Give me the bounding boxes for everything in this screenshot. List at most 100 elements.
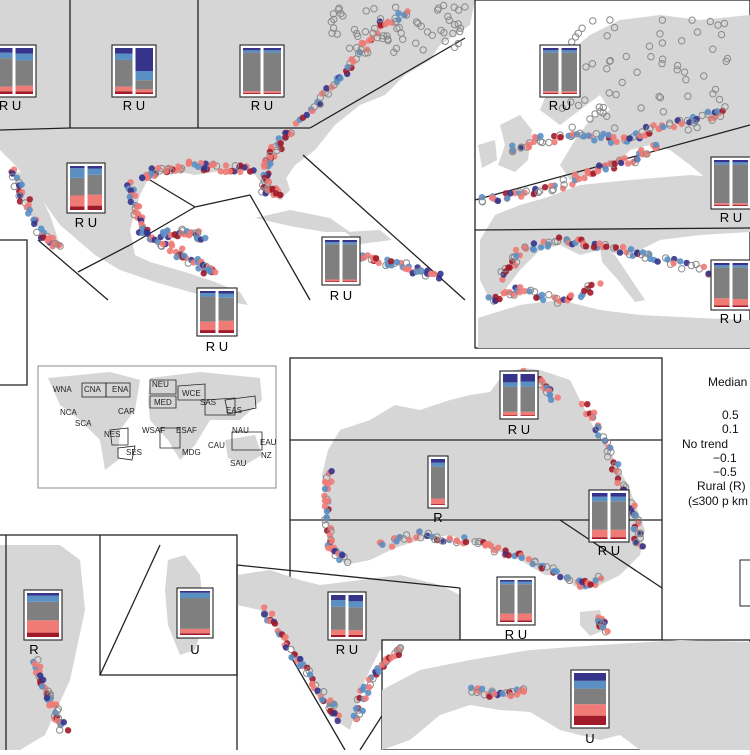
station-point <box>652 141 660 148</box>
station-point <box>339 552 346 559</box>
bar-segment <box>135 92 153 94</box>
station-point <box>618 159 625 167</box>
station-point <box>549 185 557 194</box>
station-point <box>693 28 702 36</box>
bar-label: R U <box>206 339 228 354</box>
station-point <box>578 400 586 408</box>
station-point <box>439 1 448 10</box>
bar-segment <box>431 459 445 463</box>
station-point <box>494 197 502 205</box>
bar-segment <box>115 53 133 60</box>
station-point <box>590 244 598 251</box>
inset-region-label-neu: NEU <box>152 380 169 389</box>
inset-region-label-sca: SCA <box>75 419 92 428</box>
bar-segment <box>714 265 730 268</box>
station-point <box>206 268 213 275</box>
station-point <box>647 53 655 61</box>
station-point <box>584 401 591 408</box>
bar-label: R U <box>549 98 571 113</box>
panel-east-asia <box>381 639 750 751</box>
station-point <box>536 187 544 195</box>
station-point <box>592 577 599 584</box>
station-point <box>615 461 622 468</box>
bar-segment <box>543 48 559 51</box>
station-point <box>330 701 338 709</box>
station-point <box>384 35 392 43</box>
station-point <box>390 48 398 56</box>
station-point <box>673 66 681 74</box>
station-point <box>328 468 335 475</box>
station-point <box>417 22 425 30</box>
trend-bar-glyph: U <box>570 669 610 746</box>
station-point <box>379 34 387 43</box>
bar-segment <box>115 48 133 54</box>
station-point <box>521 189 528 196</box>
station-point <box>438 537 446 545</box>
station-point <box>684 92 692 100</box>
station-point <box>389 19 396 26</box>
station-point <box>658 39 667 47</box>
station-point <box>603 32 611 40</box>
station-point <box>319 688 328 696</box>
bar-segment <box>325 240 340 243</box>
station-point <box>25 210 32 217</box>
station-point <box>391 3 400 12</box>
trend-bar-glyph: R U <box>539 44 581 113</box>
bar-segment <box>115 91 133 94</box>
bar-segment <box>70 206 85 210</box>
station-point <box>60 719 67 726</box>
station-point <box>287 645 295 654</box>
bar-segment <box>331 600 346 607</box>
station-point <box>231 162 240 170</box>
bar-segment <box>263 93 281 94</box>
panel-south-america <box>0 534 100 750</box>
station-point <box>299 661 307 668</box>
bar-segment <box>431 498 445 505</box>
inset-region-label-eas: EAS <box>226 406 242 415</box>
bar-label: R U <box>330 288 352 303</box>
station-point <box>621 134 628 141</box>
station-point <box>288 654 295 661</box>
station-point <box>164 227 171 234</box>
station-point <box>265 178 272 185</box>
station-point <box>654 258 661 265</box>
bar-segment <box>714 298 730 306</box>
bar-segment <box>70 168 85 178</box>
station-point <box>64 727 72 734</box>
bar-segment <box>610 529 626 538</box>
inset-land-americas <box>48 372 140 470</box>
station-point <box>553 568 560 575</box>
bar-segment <box>503 415 518 416</box>
bar-segment <box>243 48 261 51</box>
station-point <box>237 162 244 169</box>
station-point <box>237 168 244 175</box>
station-point <box>350 58 357 65</box>
inset-land-eurasia-africa <box>148 372 262 460</box>
bar-segment <box>732 162 748 165</box>
station-point <box>496 295 503 303</box>
bar-segment <box>27 632 59 637</box>
bar-label: R U <box>505 627 527 642</box>
bar-segment <box>561 91 577 94</box>
station-point <box>337 75 344 82</box>
station-point <box>660 123 667 131</box>
station-point <box>504 195 511 202</box>
bar-segment <box>714 203 730 206</box>
station-point <box>688 16 696 24</box>
station-point <box>592 130 600 138</box>
station-point <box>611 160 618 167</box>
station-point <box>720 19 729 28</box>
bar-segment <box>331 629 346 635</box>
inset-region-label-esaf: ESAF <box>176 426 197 435</box>
station-point <box>382 20 389 28</box>
station-point <box>18 181 25 188</box>
bar-segment <box>218 291 234 294</box>
station-point <box>56 242 64 250</box>
bar-segment <box>561 50 577 53</box>
station-point <box>721 103 729 111</box>
station-point <box>612 244 619 251</box>
inset-region-label-ena: ENA <box>112 385 129 394</box>
bar-segment <box>732 164 748 204</box>
station-point <box>450 43 459 51</box>
legend-value-3: −0.1 <box>713 451 737 465</box>
